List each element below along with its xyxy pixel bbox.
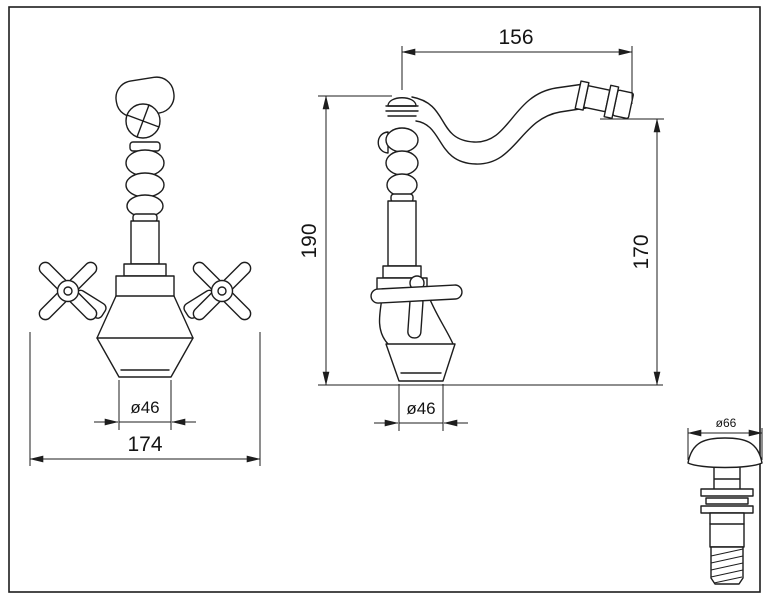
side-handle-arm bbox=[370, 284, 463, 304]
dim-label: ø46 bbox=[406, 399, 435, 418]
handle-right-hub bbox=[210, 279, 234, 303]
front-column-shank bbox=[130, 220, 160, 265]
dim-label: 190 bbox=[298, 223, 321, 258]
handle-right-hub-center bbox=[217, 286, 227, 296]
handle-left-hub bbox=[56, 279, 80, 303]
front-base-pedestal bbox=[96, 337, 194, 378]
spout-top-edge bbox=[411, 83, 585, 143]
waste-body bbox=[709, 512, 745, 548]
dim-spout-reach: 156 bbox=[401, 26, 633, 104]
dim-base-diameter-front: ø46 bbox=[94, 380, 196, 430]
front-collar-upper bbox=[123, 263, 167, 277]
spout-nozzle bbox=[574, 80, 634, 120]
spout-bottom-edge bbox=[415, 107, 587, 165]
waste-view: ø66 bbox=[687, 416, 763, 585]
side-top-rings bbox=[385, 105, 419, 117]
front-bead-1 bbox=[125, 149, 165, 177]
waste-neck bbox=[713, 467, 741, 490]
waste-flange-2 bbox=[700, 505, 754, 514]
side-base-pedestal bbox=[385, 343, 456, 382]
extension-lines bbox=[29, 332, 261, 466]
side-bead-3 bbox=[386, 173, 418, 197]
front-outlet-cross bbox=[126, 104, 160, 138]
waste-dome-cap bbox=[687, 437, 763, 469]
front-handle-right bbox=[183, 261, 252, 321]
dim-base-diameter-side: ø46 bbox=[374, 384, 468, 431]
dim-total-height: 190 bbox=[298, 95, 663, 386]
side-handle bbox=[370, 275, 463, 339]
dim-label: 170 bbox=[630, 234, 653, 269]
front-collar-lower bbox=[115, 275, 175, 297]
front-handle-left bbox=[38, 261, 107, 321]
handle-left-hub-center bbox=[63, 286, 73, 296]
dim-label: ø66 bbox=[716, 416, 737, 430]
front-body bbox=[96, 295, 194, 378]
side-body bbox=[378, 291, 456, 382]
waste-gasket bbox=[705, 497, 749, 505]
side-back-nub bbox=[377, 131, 389, 154]
front-spout-top bbox=[115, 76, 175, 139]
dim-cap-diameter: ø66 bbox=[687, 416, 763, 460]
front-view: ø46 174 bbox=[29, 76, 261, 466]
dim-label: ø46 bbox=[130, 398, 159, 417]
side-bead-1 bbox=[385, 127, 419, 153]
front-bead-2 bbox=[125, 172, 165, 198]
nozzle-ring-2 bbox=[603, 84, 620, 120]
front-column bbox=[115, 141, 175, 297]
dim-label: 156 bbox=[498, 26, 533, 49]
waste-flange-1 bbox=[700, 488, 754, 497]
drawing-border bbox=[8, 6, 761, 593]
side-spout bbox=[411, 80, 634, 165]
side-column bbox=[376, 97, 428, 293]
side-bead-2 bbox=[385, 150, 419, 176]
side-top-dome bbox=[387, 97, 417, 107]
dim-label: 174 bbox=[127, 433, 162, 456]
side-column-shank bbox=[387, 200, 417, 267]
dim-spout-height: 170 bbox=[600, 118, 664, 386]
dim-overall-width: 174 bbox=[29, 332, 261, 466]
nozzle-ring-1 bbox=[574, 80, 590, 111]
extension-lines bbox=[318, 95, 663, 386]
waste-thread-hatching bbox=[710, 548, 744, 584]
side-view: 156 190 170 ø46 bbox=[298, 26, 664, 431]
front-body-shoulders bbox=[96, 295, 194, 339]
